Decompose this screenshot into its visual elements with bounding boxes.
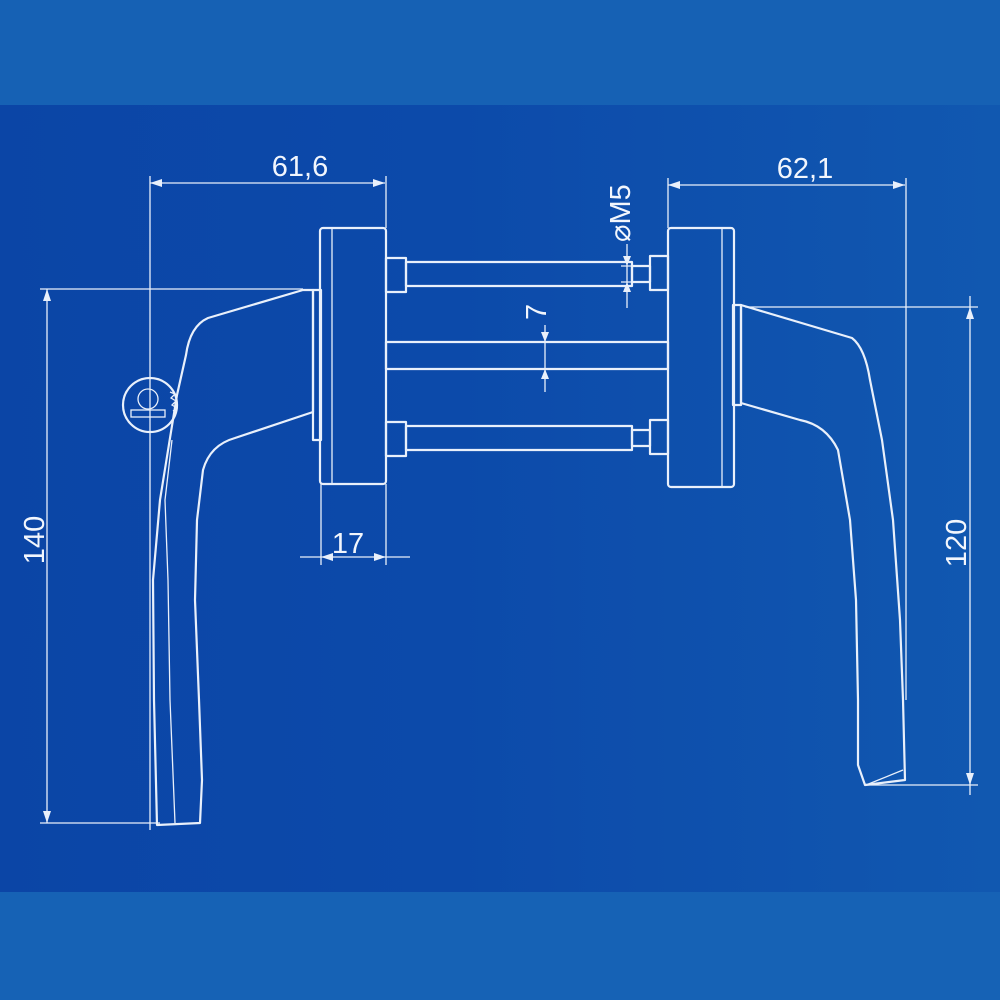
- dim-spindle: 7: [521, 304, 553, 392]
- dim-right-height: 120: [745, 296, 978, 795]
- left-rose: [311, 226, 388, 486]
- top-band: [0, 0, 1000, 105]
- top-screw: [384, 254, 670, 294]
- spindle: [384, 340, 670, 371]
- left-lever: [151, 288, 315, 827]
- dim-rose-thickness-label: 17: [332, 528, 364, 560]
- dim-left-height: 140: [19, 288, 303, 824]
- dim-left-width-label: 61,6: [272, 151, 328, 183]
- bottom-band: [0, 892, 1000, 1000]
- dim-thread-label: ⌀M5: [605, 184, 637, 242]
- bottom-screw: [384, 418, 670, 458]
- dim-left-width: 61,6: [149, 151, 387, 830]
- dim-rose-thickness: 17: [300, 484, 410, 565]
- right-lever: [739, 303, 907, 787]
- dim-right-height-label: 120: [941, 519, 973, 567]
- dim-left-height-label: 140: [19, 516, 51, 564]
- right-rose: [666, 226, 743, 489]
- dim-right-width: 62,1: [667, 153, 907, 700]
- dim-thread: ⌀M5: [605, 184, 640, 308]
- dim-spindle-label: 7: [521, 304, 553, 320]
- dim-right-width-label: 62,1: [777, 153, 833, 185]
- blueprint-panel: [0, 105, 1000, 892]
